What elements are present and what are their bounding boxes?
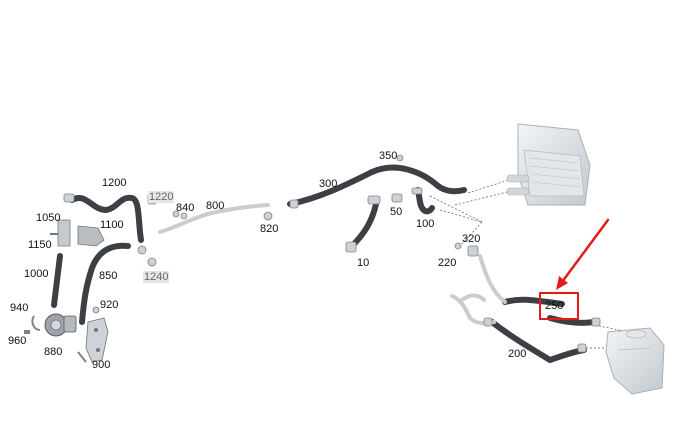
part-label-320[interactable]: 320	[462, 233, 481, 245]
part-label-800[interactable]: 800	[206, 200, 225, 212]
part-label-820[interactable]: 820	[260, 223, 279, 235]
part-label-300[interactable]: 300	[319, 178, 338, 190]
part-label-960[interactable]: 960	[8, 335, 27, 347]
mounting-bracket	[77, 306, 109, 363]
part-label-350[interactable]: 350	[379, 150, 398, 162]
part-label-1050[interactable]: 1050	[36, 212, 61, 224]
coolant-reservoir	[605, 327, 665, 395]
part-label-1100[interactable]: 1100	[100, 219, 124, 231]
heater-core	[506, 123, 591, 206]
part-label-50[interactable]: 50	[390, 206, 403, 218]
part-label-10[interactable]: 10	[357, 257, 370, 269]
part-label-880[interactable]: 880	[44, 346, 63, 358]
part-label-100[interactable]: 100	[416, 218, 435, 230]
part-label-920[interactable]: 920	[100, 299, 119, 311]
part-label-1000[interactable]: 1000	[24, 268, 49, 280]
highlight-box	[539, 292, 579, 320]
part-label-940[interactable]: 940	[10, 302, 29, 314]
coolant-pump	[24, 313, 77, 337]
part-label-1150[interactable]: 1150	[28, 239, 52, 251]
part-label-250[interactable]: 250	[545, 300, 564, 312]
part-label-1220[interactable]: 1220	[148, 191, 175, 203]
part-label-900[interactable]: 900	[92, 359, 111, 371]
part-label-840[interactable]: 840	[176, 202, 195, 214]
part-label-220[interactable]: 220	[438, 257, 457, 269]
part-label-850[interactable]: 850	[99, 270, 118, 282]
highlight-arrow	[556, 218, 610, 290]
coolant-hoses	[51, 164, 597, 363]
part-label-1200[interactable]: 1200	[102, 177, 127, 189]
valve-assembly	[50, 219, 105, 247]
part-label-200[interactable]: 200	[508, 348, 527, 360]
part-label-1240[interactable]: 1240	[143, 271, 170, 283]
